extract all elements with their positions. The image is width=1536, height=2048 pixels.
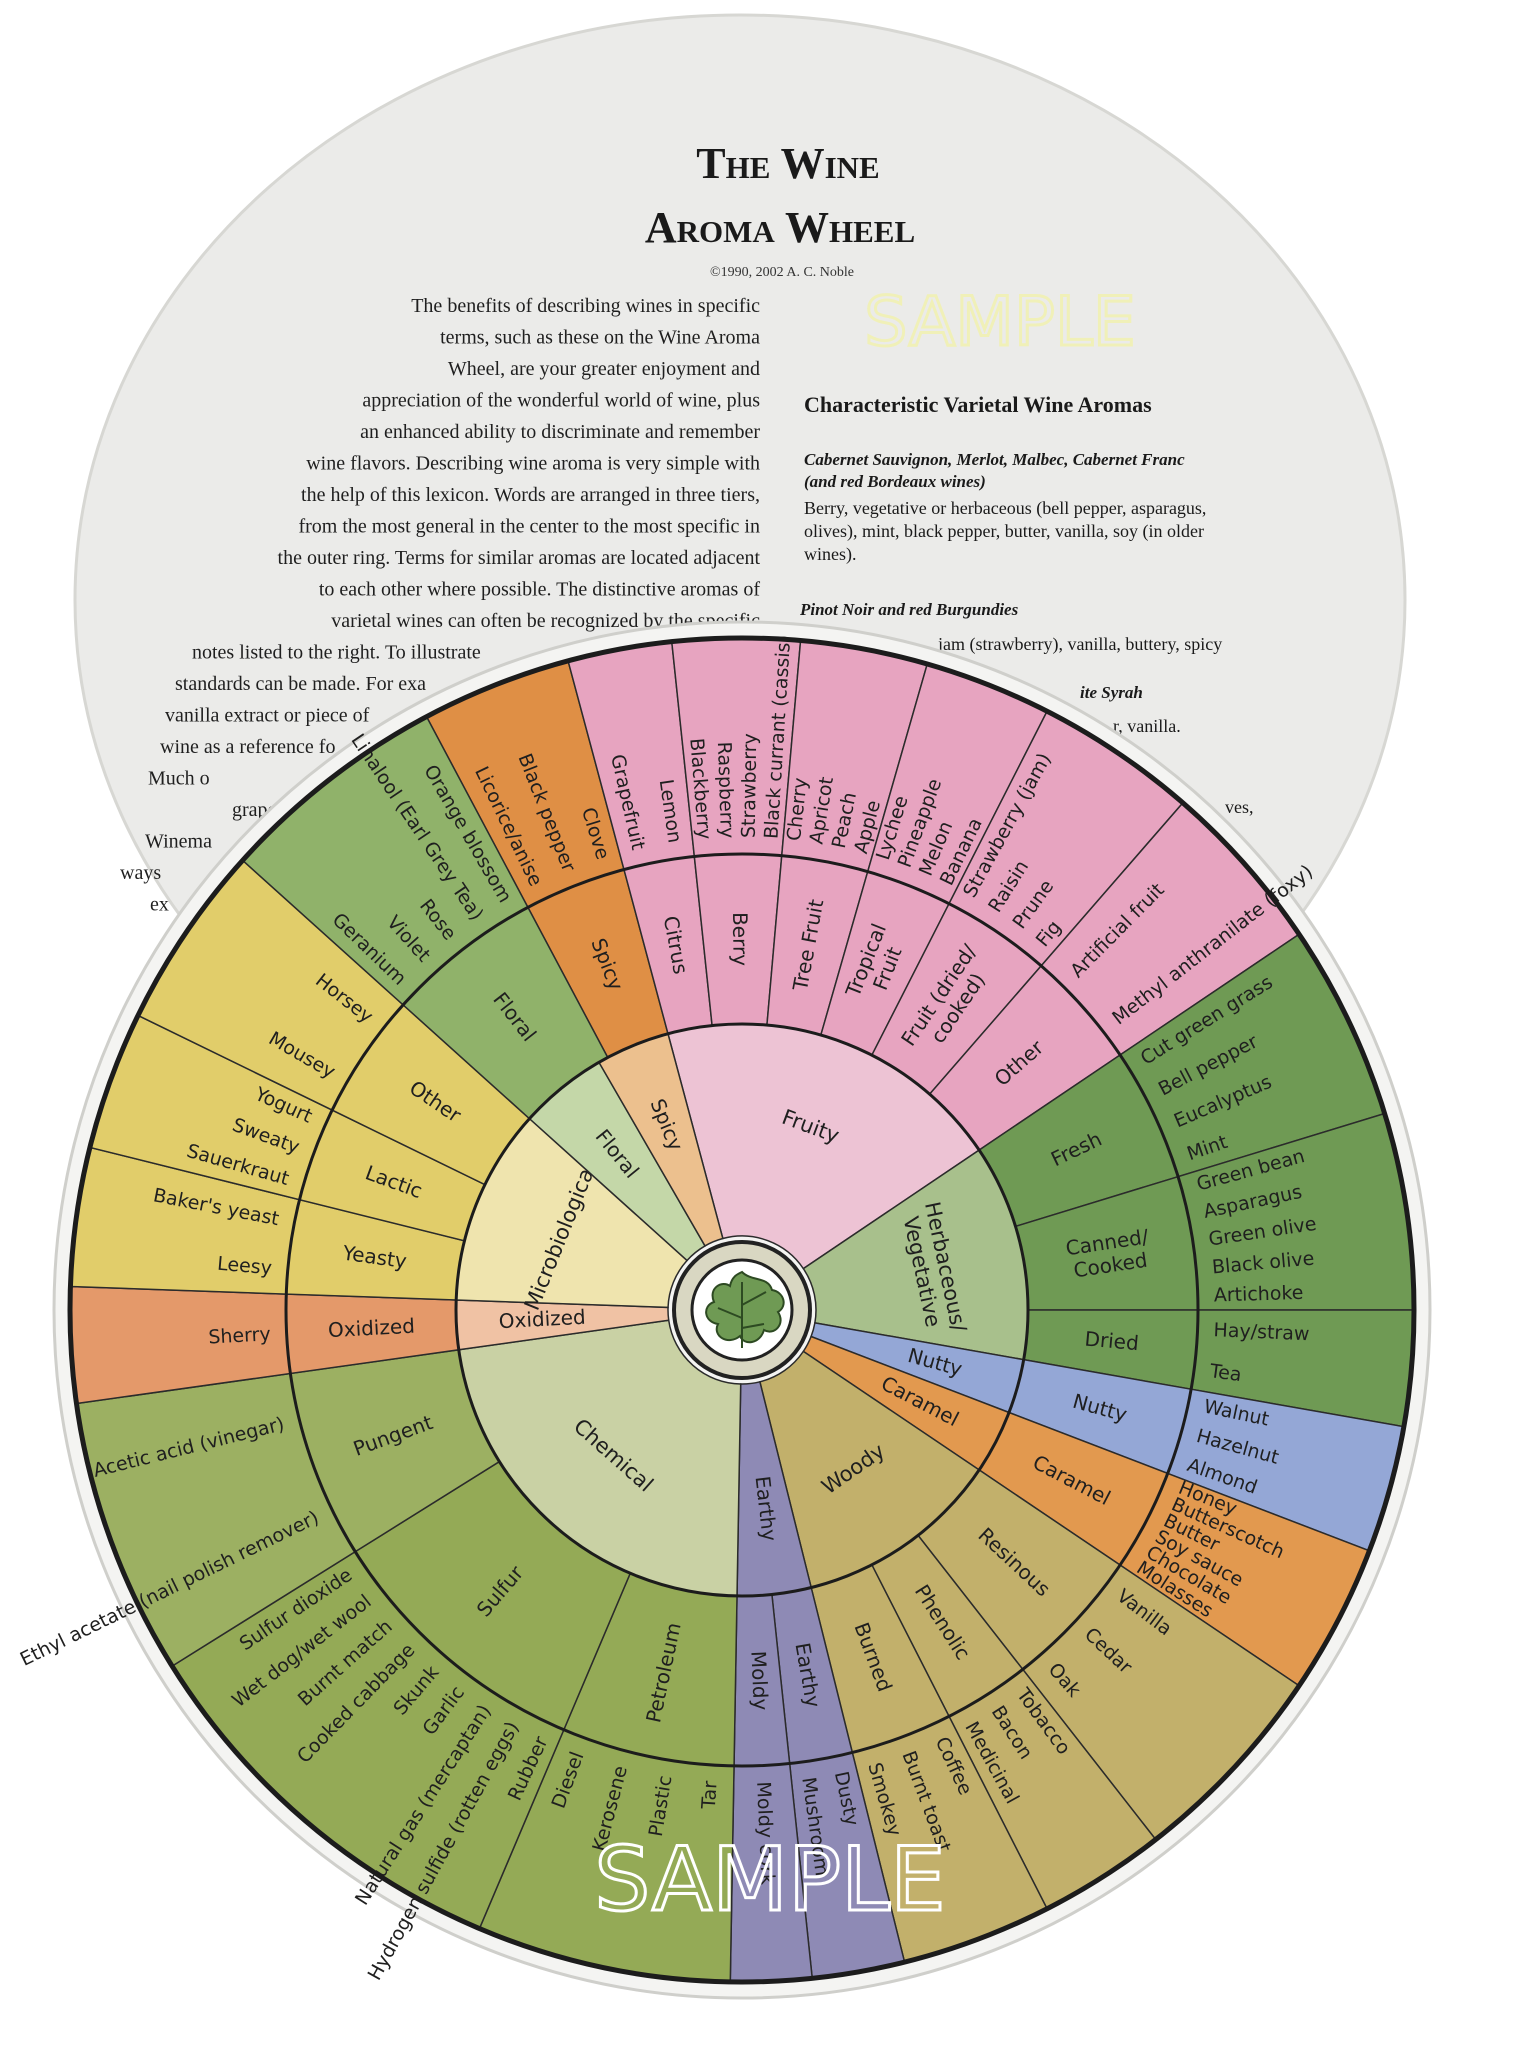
ring-border	[67, 635, 1417, 1985]
ring-borders	[67, 635, 1417, 1985]
outer-term-text: Hay/straw	[1213, 1319, 1310, 1345]
intro-line: the help of this lexicon. Words are arra…	[301, 484, 760, 506]
outer-term: Tar	[698, 1780, 722, 1810]
outer-term-text: Strawberry	[738, 733, 762, 838]
middle-label-text: Moldy	[746, 1650, 773, 1711]
intro-line: notes listed to the right. To illustrate	[192, 642, 481, 664]
leaf-icon	[705, 1270, 785, 1344]
intro-line: terms, such as these on the Wine Aroma	[440, 327, 760, 349]
varietal1-desc-line2: olives), mint, black pepper, butter, van…	[804, 521, 1204, 542]
varietal4-desc: ves,	[1225, 797, 1254, 817]
outer-term-text: Leesy	[216, 1253, 272, 1280]
intro-line: an enhanced ability to discriminate and …	[360, 421, 760, 443]
inner-label: Oxidized	[498, 1305, 586, 1334]
varietal1-title-line1: Cabernet Sauvignon, Merlot, Malbec, Cabe…	[804, 450, 1185, 469]
outer-term: Artichoke	[1213, 1282, 1303, 1307]
varietal3-desc: r, vanilla.	[1113, 716, 1181, 736]
varietal-heading: Characteristic Varietal Wine Aromas	[804, 392, 1152, 417]
intro-line: Winema	[145, 831, 212, 853]
back-card-watermark: SAMPLE	[864, 283, 1135, 362]
ring-border	[454, 1022, 1030, 1598]
varietal1-desc-line1: Berry, vegetative or herbaceous (bell pe…	[804, 498, 1206, 519]
intro-line: the outer ring. Terms for similar aromas…	[278, 547, 761, 569]
outer-term-text: Raspberry	[713, 741, 738, 838]
intro-line: to each other where possible. The distin…	[319, 579, 761, 601]
middle-label: Dried	[1084, 1327, 1140, 1356]
outer-term: Moldy cork	[752, 1781, 778, 1885]
intro-line: wine flavors. Describing wine aroma is v…	[306, 453, 760, 475]
varietal2-title: Pinot Noir and red Burgundies	[799, 600, 1019, 619]
outer-term: Sherry	[208, 1323, 271, 1348]
intro-line: The benefits of describing wines in spec…	[411, 295, 760, 317]
intro-line: Much o	[148, 768, 210, 790]
varietal1-desc-line3: wines).	[804, 544, 857, 565]
intro-line: appreciation of the wonderful world of w…	[362, 390, 760, 412]
middle-label-text: Oxidized	[327, 1314, 415, 1343]
inner-ring: FruityHerbaceous/VegetativeNuttyCaramelW…	[455, 1023, 1029, 1597]
back-card-title-line1: The Wine	[696, 139, 879, 188]
intro-line: standards can be made. For exa	[175, 673, 426, 695]
middle-label-text: Berry	[728, 912, 752, 966]
intro-line: from the most general in the center to t…	[298, 516, 760, 538]
outer-term-text: Tar	[698, 1780, 722, 1810]
ring-border	[284, 852, 1200, 1768]
outer-term: Leesy	[216, 1253, 272, 1280]
varietal1-title-line2: (and red Bordeaux wines)	[804, 472, 986, 491]
outer-term: Tea	[1208, 1360, 1243, 1386]
middle-label-text: Dried	[1084, 1327, 1140, 1356]
outer-term: Strawberry	[738, 733, 762, 838]
inner-label-text: Oxidized	[498, 1305, 586, 1334]
intro-line: ex	[150, 894, 169, 916]
outer-term-text: Sherry	[208, 1323, 271, 1348]
wheel-watermark: SAMPLE	[594, 1828, 945, 1931]
back-card-title-line2: Aroma Wheel	[645, 203, 915, 252]
back-card-copyright: ©1990, 2002 A. C. Noble	[710, 265, 854, 280]
outer-term-text: Tea	[1208, 1360, 1243, 1386]
middle-label: Moldy	[746, 1650, 773, 1711]
varietal2-desc: jam (strawberry), vanilla, buttery, spic…	[937, 634, 1222, 655]
center-leaf-emblem	[672, 1240, 812, 1380]
intro-line: ways	[120, 862, 161, 884]
middle-label: Oxidized	[327, 1314, 415, 1343]
intro-line: wine as a reference fo	[160, 736, 335, 758]
intro-line: Wheel, are your greater enjoyment and	[448, 358, 760, 380]
varietal3-title: ite Syrah	[1080, 683, 1143, 702]
middle-label: Berry	[728, 912, 752, 966]
outer-term: Raspberry	[713, 741, 738, 838]
outer-term-text: Artichoke	[1213, 1282, 1303, 1307]
intro-line: vanilla extract or piece of	[165, 705, 370, 727]
leaf-vein-icon	[717, 1282, 767, 1348]
outer-term: Hay/straw	[1213, 1319, 1310, 1345]
outer-term-text: Moldy cork	[752, 1781, 778, 1885]
